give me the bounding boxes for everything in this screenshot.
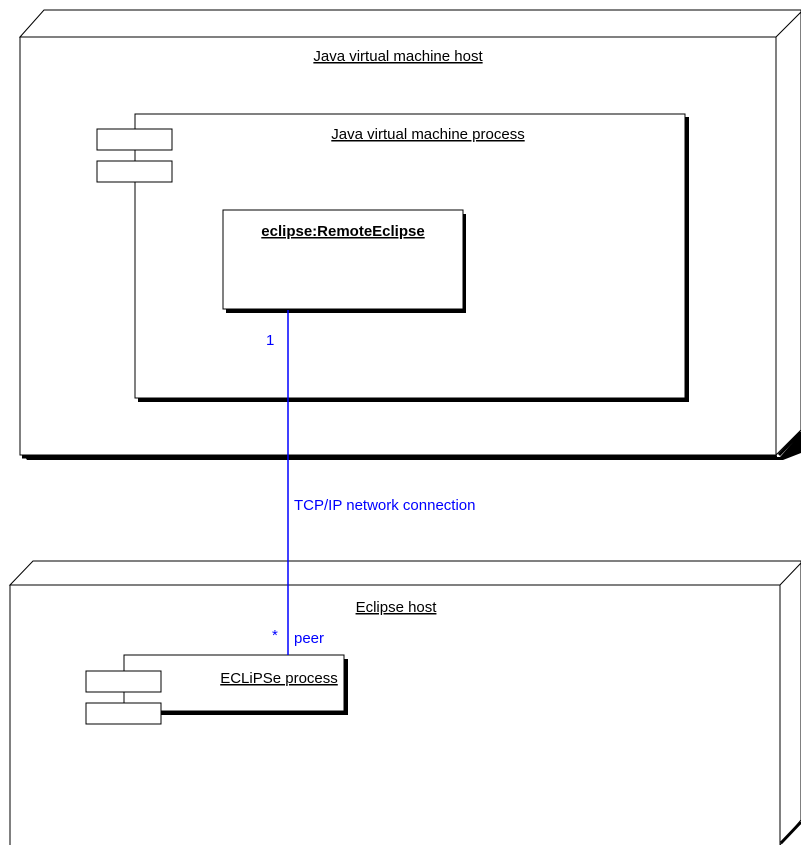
jvm-process-title: Java virtual machine process <box>331 126 524 143</box>
remote-eclipse-object: eclipse:RemoteEclipse <box>222 209 466 313</box>
component-tab-icon <box>85 702 162 725</box>
component-tab-icon <box>96 160 173 183</box>
eclipse-host-title: Eclipse host <box>356 599 438 616</box>
eclipse-process-component: ECLiPSe process <box>85 654 348 725</box>
connection-multiplicity-bottom: * <box>272 627 278 644</box>
eclipse-process-title: ECLiPSe process <box>220 670 338 687</box>
remote-eclipse-title: eclipse:RemoteEclipse <box>261 223 424 240</box>
component-tab-icon <box>85 670 162 693</box>
connection-role-peer: peer <box>294 630 324 647</box>
connection-multiplicity-top: 1 <box>266 332 274 349</box>
component-tab-icon <box>96 128 173 151</box>
connection-label: TCP/IP network connection <box>294 497 475 514</box>
jvm-host-title: Java virtual machine host <box>313 48 483 65</box>
network-connection: 1 TCP/IP network connection * peer <box>266 310 475 655</box>
